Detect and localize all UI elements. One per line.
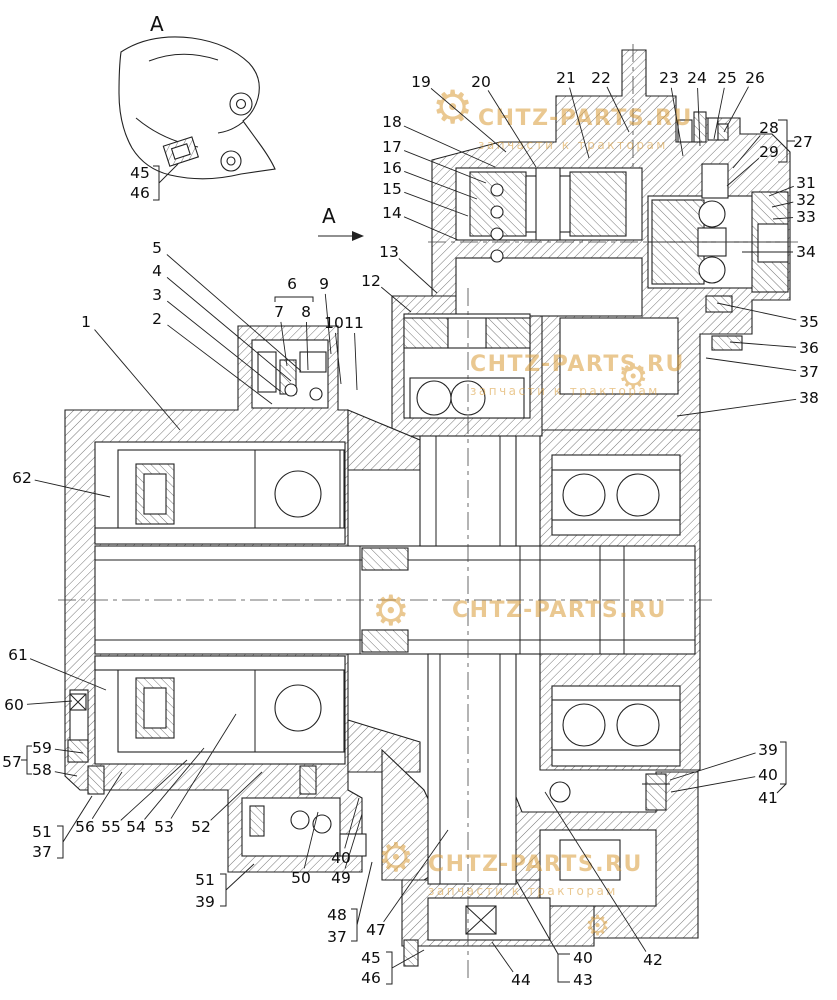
upper-left-bearing-set xyxy=(94,449,346,545)
detail-bolt xyxy=(162,136,200,167)
section-arrow-icon xyxy=(318,231,364,241)
detail-view-label: A xyxy=(150,12,164,36)
top-gear-cluster xyxy=(469,167,627,263)
bell-wall-lower xyxy=(347,719,421,773)
bottom-center-bearing xyxy=(403,905,497,967)
mid-right-bearings xyxy=(551,469,681,751)
section-cut-label: A xyxy=(322,204,336,228)
centerlines xyxy=(58,44,800,978)
detail-view-A xyxy=(118,36,276,180)
lower-left-bearing-set xyxy=(94,655,346,753)
